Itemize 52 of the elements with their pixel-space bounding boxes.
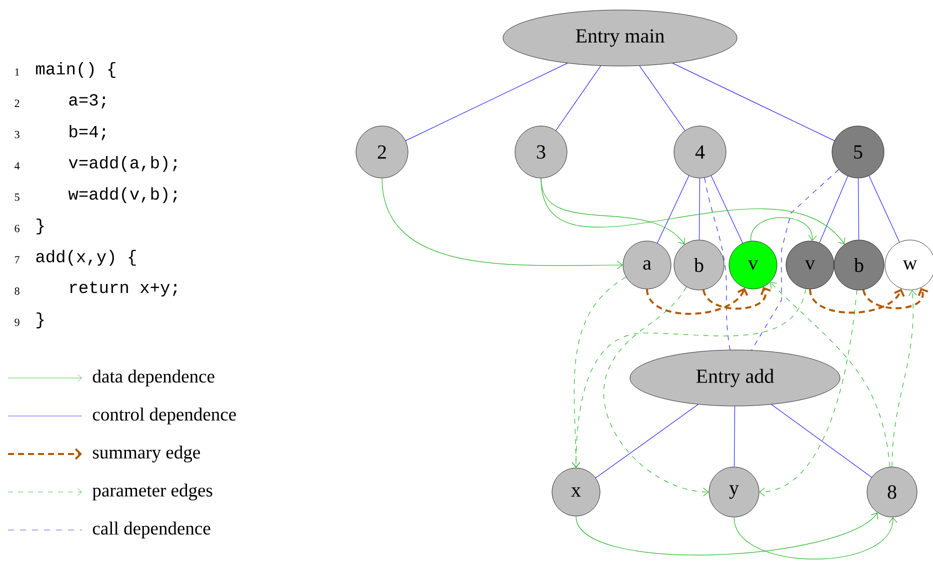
legend-label: call dependence bbox=[92, 522, 210, 538]
code-line: b=4; bbox=[70, 124, 106, 140]
arrow bbox=[604, 286, 709, 496]
connector-line bbox=[656, 175, 690, 244]
code-line: w=add(v,b); bbox=[68, 187, 177, 204]
arrow bbox=[892, 290, 917, 468]
code-line: } bbox=[36, 218, 44, 234]
connector-line bbox=[704, 178, 730, 350]
code-line: } bbox=[36, 312, 44, 328]
connector-line bbox=[819, 176, 848, 244]
arrow bbox=[759, 290, 858, 496]
line-number: 9 bbox=[14, 318, 20, 326]
arrow bbox=[540, 178, 845, 244]
arrow bbox=[862, 288, 928, 310]
connector-line bbox=[405, 62, 568, 141]
line-number: 7 bbox=[15, 256, 20, 264]
arrow bbox=[382, 178, 623, 270]
connector-line bbox=[771, 404, 872, 478]
arrow bbox=[702, 286, 771, 310]
connector-line bbox=[672, 62, 835, 141]
line-number: 6 bbox=[14, 224, 20, 232]
arrow bbox=[734, 516, 898, 560]
legend-label: parameter edges bbox=[92, 484, 212, 500]
connector-line bbox=[710, 175, 744, 244]
code-line: v=add(a,b); bbox=[68, 156, 177, 172]
arrow bbox=[646, 288, 748, 315]
connector-line bbox=[639, 66, 686, 131]
arrow bbox=[809, 288, 905, 314]
legend-label: control dependence bbox=[92, 408, 236, 424]
connector-line bbox=[698, 178, 700, 240]
line-number: 4 bbox=[14, 162, 20, 170]
line-number: 8 bbox=[14, 287, 20, 295]
legend-label: data dependence bbox=[92, 370, 214, 386]
line-number: 1 bbox=[15, 68, 20, 76]
line-number: 5 bbox=[14, 194, 20, 201]
arrow bbox=[576, 512, 878, 556]
code-line: add(x,y) { bbox=[36, 250, 136, 266]
connector-line bbox=[556, 66, 602, 131]
legend-label: summary edge bbox=[92, 446, 200, 462]
code-line: return x+y; bbox=[70, 282, 177, 297]
code-line: a=3; bbox=[69, 94, 106, 108]
connector-line bbox=[734, 406, 736, 468]
line-number: 2 bbox=[14, 100, 20, 107]
code-line: main() { bbox=[36, 62, 116, 78]
connector-line bbox=[595, 404, 698, 478]
connector-line bbox=[751, 169, 839, 350]
arrow bbox=[572, 288, 806, 468]
connector-line bbox=[858, 178, 860, 240]
line-number: 3 bbox=[14, 130, 20, 138]
arrow bbox=[750, 217, 817, 242]
arrow bbox=[770, 282, 890, 468]
connector-line bbox=[868, 176, 900, 242]
